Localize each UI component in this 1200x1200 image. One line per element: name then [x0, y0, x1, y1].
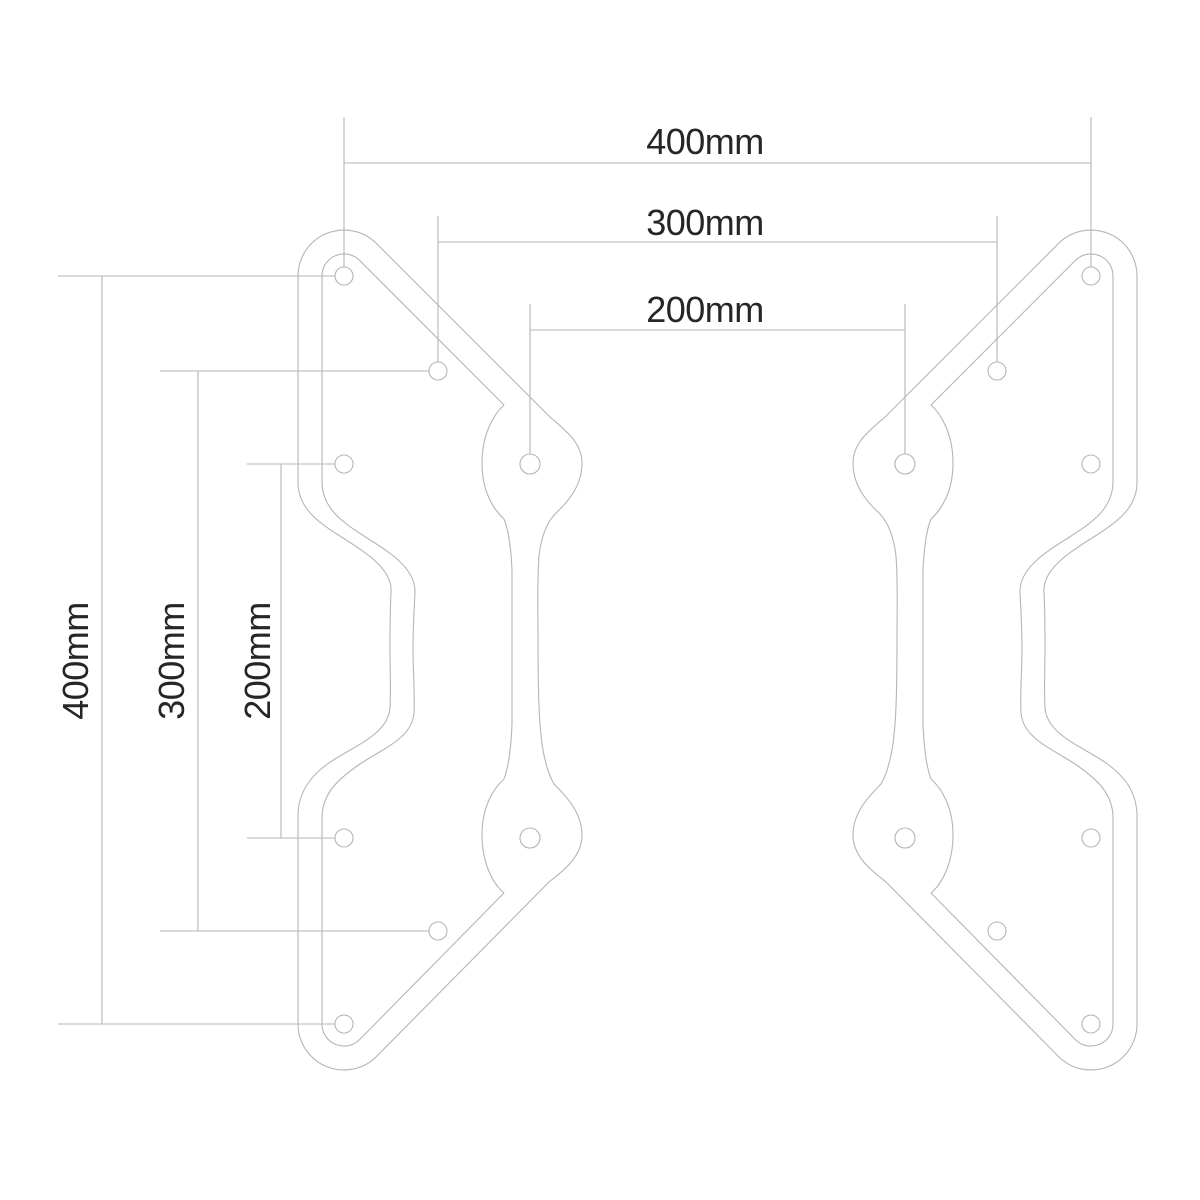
dimension-horizontal-400mm: [343, 117, 1092, 267]
dimension-vertical-400mm: [58, 275, 335, 1025]
dimension-horizontal-300mm: [437, 216, 998, 362]
dimension-label-vertical-300mm: 300mm: [151, 602, 192, 720]
dimension-label-vertical-400mm: 400mm: [55, 602, 96, 720]
dimension-label-vertical-200mm: 200mm: [237, 602, 278, 720]
dimension-vertical-300mm: [160, 370, 429, 932]
dimension-label-horizontal-200mm: 200mm: [646, 289, 764, 330]
dimension-label-horizontal-300mm: 300mm: [646, 202, 764, 243]
dimension-labels: 400mm 300mm 200mm 400mm 300mm 200mm: [55, 121, 764, 720]
dimension-horizontal-200mm: [529, 304, 906, 454]
drawing-lines: [58, 117, 1138, 1071]
dimension-label-horizontal-400mm: 400mm: [646, 121, 764, 162]
dimension-vertical-200mm: [247, 463, 335, 839]
